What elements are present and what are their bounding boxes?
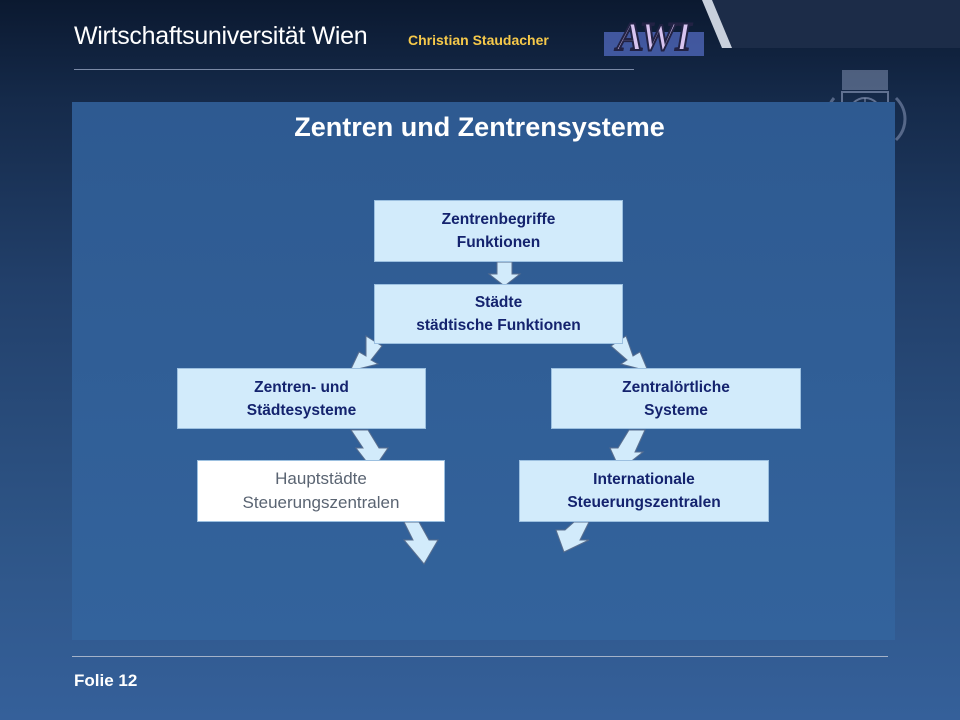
header-divider <box>74 69 634 70</box>
arrow-right-bottom <box>555 521 590 553</box>
box-line: Steuerungszentralen <box>567 494 721 511</box>
box-line: Internationale <box>593 471 695 488</box>
box-zentraloertliche-systeme: Zentralörtliche Systeme <box>551 368 801 429</box>
box-zentren-staedtesysteme: Zentren- und Städtesysteme <box>177 368 426 429</box>
box-hauptstaedte: Hauptstädte Steuerungszentralen <box>197 460 445 522</box>
box-internationale-steuerungszentralen: Internationale Steuerungszentralen <box>519 460 769 522</box>
author-name: Christian Staudacher <box>408 32 549 48</box>
university-name: Wirtschaftsuniversität Wien <box>74 22 368 50</box>
box-line: Städtesysteme <box>246 401 357 419</box>
box-line: Steuerungszentralen <box>242 493 400 512</box>
box-line: Systeme <box>644 401 708 419</box>
awi-logo: AWI <box>604 13 704 60</box>
box-zentrenbegriffe: Zentrenbegriffe Funktionen <box>374 200 623 262</box>
footer-divider <box>72 656 888 657</box>
slide-title: Zentren und Zentrensysteme <box>294 112 665 142</box>
arrow-left-bottom <box>402 521 439 565</box>
box-line: Zentrenbegriffe <box>441 211 556 228</box>
box-line: städtische Funktionen <box>416 317 581 334</box>
box-staedte: Städte städtische Funktionen <box>374 284 623 344</box>
box-line: Zentralörtliche <box>622 378 730 396</box>
header-corner-shape <box>702 0 960 48</box>
box-line: Hauptstädte <box>275 469 367 488</box>
arrow-left-down <box>349 335 383 372</box>
slide-number: Folie 12 <box>74 671 138 690</box>
arrow-right-down <box>610 335 649 372</box>
awi-logo-text: AWI <box>614 14 693 59</box>
box-line: Funktionen <box>456 234 541 251</box>
box-line: Städte <box>474 294 523 311</box>
box-line: Zentren- und <box>254 378 349 396</box>
arrow-down <box>487 261 522 287</box>
